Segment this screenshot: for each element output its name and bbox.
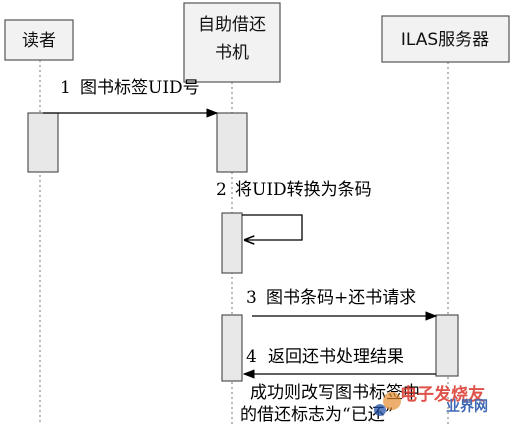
note-line-2: 的借还标志为“已还” <box>240 405 393 425</box>
actor-kiosk-label-line2: 书机 <box>215 43 249 63</box>
note: 成功则改写图书标签中 的借还标志为“已还” <box>240 383 420 425</box>
message-2-text: 将UID转换为条码 <box>235 180 372 200</box>
activation-kiosk-1 <box>216 112 248 173</box>
watermark-text-1: 电子发烧友 <box>400 384 485 405</box>
watermark-logo: 电子发烧友 业界网 <box>374 384 488 416</box>
message-4-text: 返回还书处理结果 <box>268 347 404 367</box>
actor-reader-label: 读者 <box>22 31 56 51</box>
message-1: 1 图书标签UID号 <box>43 78 219 118</box>
message-2: 2 将UID转换为条码 <box>216 180 372 240</box>
message-3: 3 图书条码+还书请求 <box>246 288 438 321</box>
message-1-number: 1 <box>60 78 71 98</box>
watermark-text-2: 业界网 <box>446 399 488 415</box>
actor-kiosk-label-line1: 自助借还 <box>198 15 266 35</box>
message-2-arrow <box>242 214 303 240</box>
message-3-number: 3 <box>246 288 257 308</box>
message-2-number: 2 <box>216 180 227 200</box>
message-4: 4 返回还书处理结果 <box>242 347 436 379</box>
activation-kiosk-3 <box>221 314 243 382</box>
actor-server: ILAS服务器 <box>381 15 510 63</box>
actor-kiosk: 自助借还 书机 <box>183 2 281 83</box>
actor-server-label: ILAS服务器 <box>401 30 489 50</box>
activation-reader <box>27 112 59 173</box>
activation-server <box>435 314 459 377</box>
message-4-number: 4 <box>246 347 257 367</box>
message-1-text: 图书标签UID号 <box>80 78 200 98</box>
actor-reader: 读者 <box>4 19 74 61</box>
note-line-1: 成功则改写图书标签中 <box>250 383 420 403</box>
activation-kiosk-2 <box>221 212 243 274</box>
message-3-text: 图书条码+还书请求 <box>266 288 416 308</box>
